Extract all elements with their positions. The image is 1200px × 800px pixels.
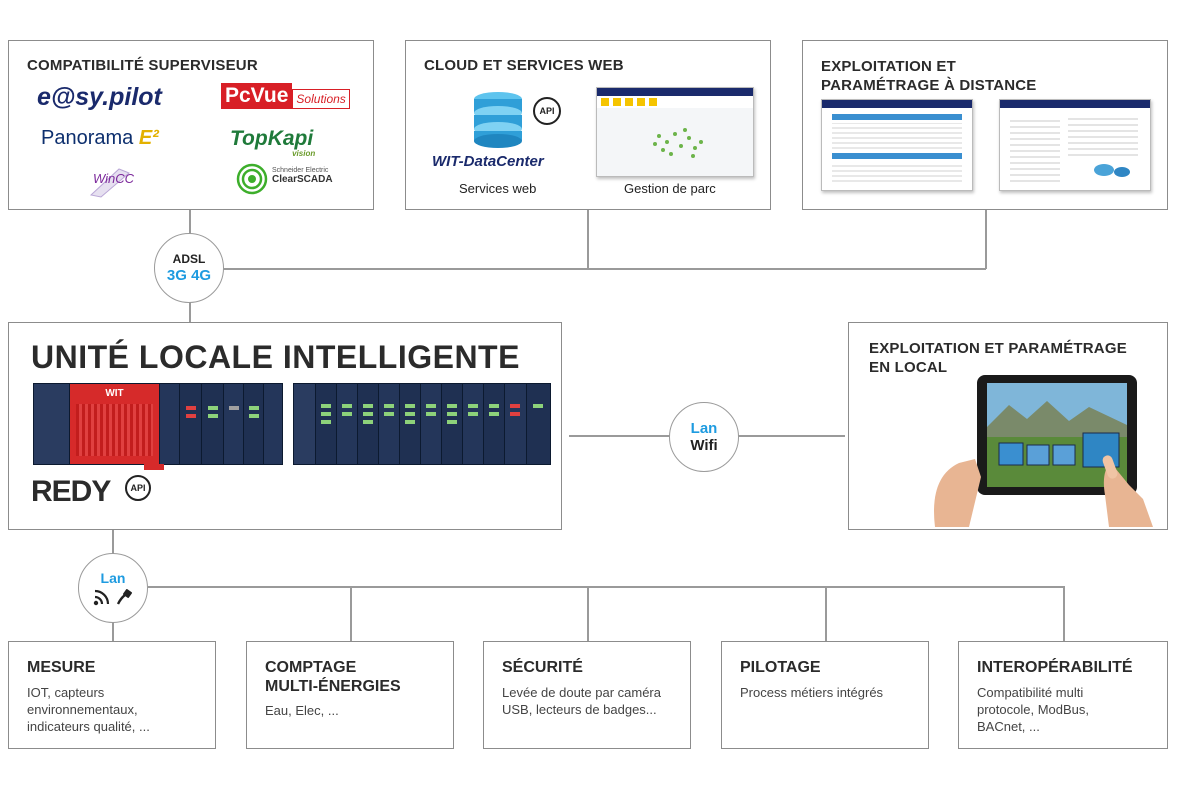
- easypilot-logo: e@sy.pilot: [37, 83, 162, 111]
- category-desc: IOT, capteurs environnementaux, indicate…: [27, 685, 150, 734]
- tablet-illustration: [934, 375, 1153, 527]
- wireless-signal-icon: [93, 589, 110, 606]
- pcvue-text: PcVue: [221, 83, 293, 109]
- pcvue-sub: Solutions: [292, 89, 350, 109]
- category-interoperabilite: INTEROPÉRABILITÉ Compatibilité multi pro…: [958, 641, 1168, 749]
- wincc-swoosh-icon: [89, 168, 130, 198]
- category-desc: Process métiers intégrés: [740, 685, 884, 700]
- connector-unit-lan-left: [569, 435, 670, 437]
- local-title: EXPLOITATION ET PARAMÉTRAGE EN LOCAL: [869, 340, 1127, 376]
- category-title: COMPTAGE MULTI-ÉNERGIES: [265, 659, 401, 695]
- wincc-logo: WinCC: [89, 165, 135, 199]
- adsl-3g-4g-badge: ADSL 3G 4G: [154, 233, 224, 303]
- lan-bottom-label: Lan: [100, 570, 126, 586]
- connector-top-horizontal: [216, 268, 986, 270]
- tank-icon: [1094, 164, 1130, 177]
- fleet-management-screenshot: [596, 87, 754, 177]
- remote-screenshot-1: [821, 99, 973, 191]
- gestion-parc-label: Gestion de parc: [624, 181, 716, 196]
- 4g-label: 4G: [191, 267, 212, 284]
- category-title: SÉCURITÉ: [502, 659, 583, 676]
- connector-lan-to-mesure: [112, 620, 114, 642]
- connector-bottom-horizontal: [148, 586, 1064, 588]
- category-mesure: MESURE IOT, capteurs environnementaux, i…: [8, 641, 216, 749]
- topkapi-logo: TopKapi vision: [230, 127, 316, 158]
- redy-logo: REDY: [31, 475, 111, 508]
- local-box: EXPLOITATION ET PARAMÉTRAGE EN LOCAL: [848, 322, 1168, 530]
- category-desc: Eau, Elec, ...: [265, 703, 339, 718]
- connector-remote-vertical: [985, 209, 987, 269]
- category-comptage: COMPTAGE MULTI-ÉNERGIES Eau, Elec, ...: [246, 641, 454, 749]
- connector-supervisor-vertical: [189, 209, 191, 243]
- unit-title: UNITÉ LOCALE INTELLIGENTE: [31, 339, 520, 375]
- cable-plug-icon: [116, 589, 132, 605]
- 3g-label: 3G: [166, 267, 187, 284]
- lan-label: Lan: [690, 420, 718, 437]
- api-icon: API: [533, 97, 561, 125]
- category-title: INTEROPÉRABILITÉ: [977, 659, 1133, 676]
- connector-comptage: [350, 586, 352, 642]
- category-desc: Compatibilité multi protocole, ModBus, B…: [977, 685, 1090, 734]
- device-red-panel: WIT: [70, 384, 160, 464]
- remote-box: EXPLOITATION ET PARAMÉTRAGE À DISTANCE: [802, 40, 1168, 210]
- clearscada-signal-icon: [236, 163, 268, 195]
- supervisor-box: COMPATIBILITÉ SUPERVISEUR e@sy.pilot PcV…: [8, 40, 374, 210]
- lan-wifi-badge: Lan Wifi: [669, 402, 739, 472]
- panorama-logo: Panorama E²: [41, 127, 159, 149]
- connector-unit-to-lan-bottom: [112, 529, 114, 555]
- controller-device: WIT: [33, 383, 283, 470]
- remote-title: EXPLOITATION ET PARAMÉTRAGE À DISTANCE: [821, 58, 1037, 94]
- database-icon: [474, 92, 522, 148]
- category-securite: SÉCURITÉ Levée de doute par caméra USB, …: [483, 641, 691, 749]
- wit-datacenter-logo: WIT-DataCenter: [432, 153, 544, 170]
- wifi-label: Wifi: [690, 437, 718, 454]
- category-pilotage: PILOTAGE Process métiers intégrés: [721, 641, 929, 749]
- map-dots: [653, 128, 703, 158]
- clearscada-logo: Schneider Electric ClearSCADA: [236, 163, 333, 195]
- connector-interoperabilite: [1063, 586, 1065, 642]
- connector-cloud-vertical: [587, 209, 589, 269]
- supervisor-title: COMPATIBILITÉ SUPERVISEUR: [27, 57, 258, 74]
- connector-securite: [587, 586, 589, 642]
- connector-unit-lan-right: [737, 435, 845, 437]
- cloud-title: CLOUD ET SERVICES WEB: [424, 57, 624, 74]
- io-modules-device: [293, 383, 551, 465]
- unit-box: UNITÉ LOCALE INTELLIGENTE WIT REDY API: [8, 322, 562, 530]
- category-title: PILOTAGE: [740, 659, 821, 676]
- connector-pilotage: [825, 586, 827, 642]
- lan-bottom-badge: Lan: [78, 553, 148, 623]
- remote-screenshot-2: [999, 99, 1151, 191]
- cloud-box: CLOUD ET SERVICES WEB API WIT-DataCenter…: [405, 40, 771, 210]
- unit-api-icon: API: [125, 475, 151, 501]
- category-desc: Levée de doute par caméra USB, lecteurs …: [502, 685, 661, 717]
- adsl-label: ADSL: [172, 252, 206, 266]
- services-web-label: Services web: [459, 181, 537, 196]
- category-title: MESURE: [27, 659, 96, 676]
- connector-badge-to-unit: [189, 293, 191, 323]
